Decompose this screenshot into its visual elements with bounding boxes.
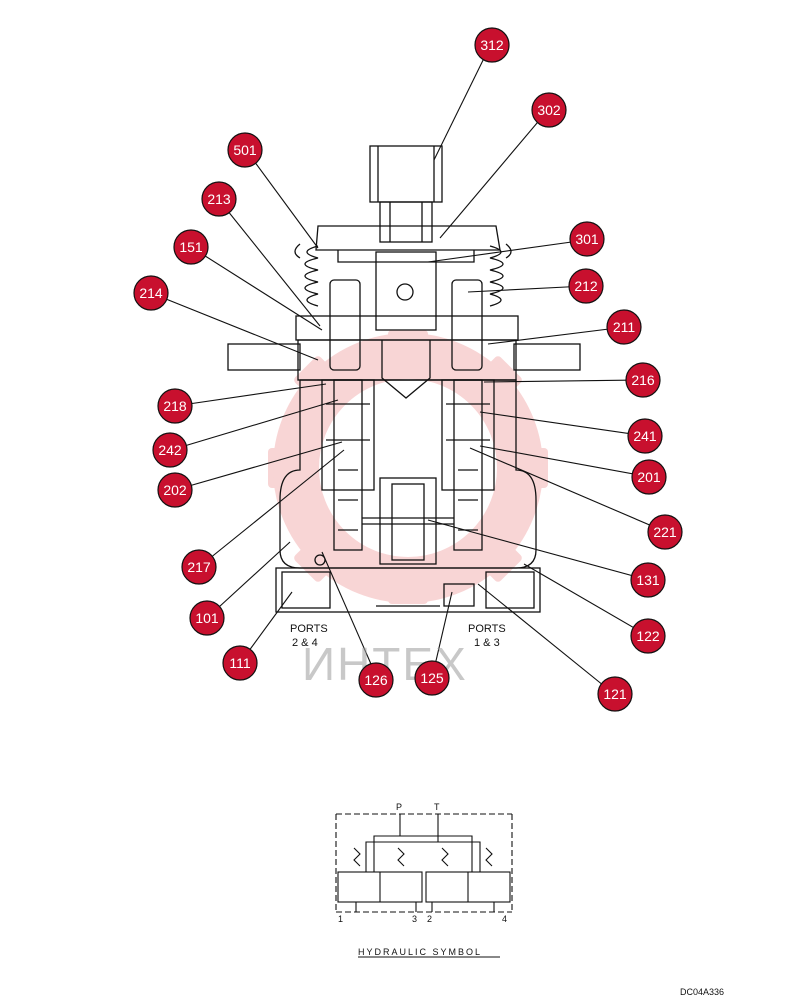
- callout-label: 242: [158, 442, 182, 458]
- callout-131: 131: [630, 562, 666, 598]
- callout-circle: [358, 662, 394, 698]
- callout-label: 216: [631, 372, 655, 388]
- callout-label: 501: [233, 142, 257, 158]
- callout-212: 212: [568, 268, 604, 304]
- callout-circle: [414, 660, 450, 696]
- callout-126: 126: [358, 662, 394, 698]
- callout-label: 218: [163, 398, 187, 414]
- callout-151: 151: [173, 229, 209, 265]
- callout-group: 312 302 501 213 301 151 212 214 211 216 218 241 242 2…: [133, 27, 683, 712]
- hydraulic-port-1: 1: [338, 914, 343, 924]
- callout-circle: [627, 418, 663, 454]
- callout-circle: [606, 309, 642, 345]
- hydraulic-port-2: 2: [427, 914, 432, 924]
- callout-circle: [152, 432, 188, 468]
- callout-label: 241: [633, 428, 657, 444]
- callout-label: 202: [163, 482, 187, 498]
- callout-circle: [531, 92, 567, 128]
- hydraulic-port-3: 3: [412, 914, 417, 924]
- callout-circle: [222, 645, 258, 681]
- callout-214: 214: [133, 275, 169, 311]
- watermark-gear: [268, 330, 548, 604]
- callout-circle: [630, 618, 666, 654]
- callout-217: 217: [181, 549, 217, 585]
- callout-211: 211: [606, 309, 642, 345]
- callout-213: 213: [201, 181, 237, 217]
- drawing-code: DC04A336: [680, 987, 724, 997]
- callout-122: 122: [630, 618, 666, 654]
- callout-circle: [133, 275, 169, 311]
- callout-label: 121: [603, 686, 627, 702]
- callout-circle: [227, 132, 263, 168]
- callout-circle: [625, 362, 661, 398]
- callout-circle: [630, 562, 666, 598]
- callout-121: 121: [597, 676, 633, 712]
- callout-label: 122: [636, 628, 660, 644]
- hydraulic-symbol: [335, 813, 513, 958]
- ports-left-line1: PORTS: [290, 623, 328, 635]
- callout-221: 221: [647, 514, 683, 550]
- callout-label: 201: [637, 469, 661, 485]
- callout-circle: [569, 221, 605, 257]
- callout-label: 221: [653, 524, 677, 540]
- callout-circle: [201, 181, 237, 217]
- hydraulic-t-label: T: [434, 802, 440, 812]
- ports-right-line1: PORTS: [468, 623, 506, 635]
- hydraulic-port-4: 4: [502, 914, 507, 924]
- callout-216: 216: [625, 362, 661, 398]
- hydraulic-p-label: P: [396, 802, 402, 812]
- callout-302: 302: [531, 92, 567, 128]
- callout-label: 301: [575, 231, 599, 247]
- callout-circle: [157, 472, 193, 508]
- callout-circle: [181, 549, 217, 585]
- callout-218: 218: [157, 388, 193, 424]
- callout-label: 211: [613, 319, 636, 335]
- callout-242: 242: [152, 432, 188, 468]
- callout-label: 213: [207, 191, 231, 207]
- callout-201: 201: [631, 459, 667, 495]
- ports-right-line2: 1 & 3: [474, 637, 500, 649]
- callout-circle: [597, 676, 633, 712]
- callout-label: 101: [195, 610, 219, 626]
- callout-label: 125: [420, 670, 444, 686]
- callout-125: 125: [414, 660, 450, 696]
- callout-111: 111: [222, 645, 258, 681]
- callout-501: 501: [227, 132, 263, 168]
- callout-label: 212: [574, 278, 598, 294]
- callout-label: 131: [636, 572, 660, 588]
- callout-101: 101: [189, 600, 225, 636]
- callout-circle: [568, 268, 604, 304]
- callout-202: 202: [157, 472, 193, 508]
- callout-label: 126: [364, 672, 388, 688]
- callout-circle: [157, 388, 193, 424]
- callout-circle: [474, 27, 510, 63]
- callout-label: 111: [229, 655, 250, 671]
- callout-circle: [173, 229, 209, 265]
- callout-label: 217: [187, 559, 211, 575]
- callout-312: 312: [474, 27, 510, 63]
- callout-circle: [189, 600, 225, 636]
- callout-label: 312: [480, 37, 504, 53]
- callout-circle: [631, 459, 667, 495]
- hydraulic-symbol-title: HYDRAULIC SYMBOL: [358, 947, 482, 957]
- ports-left-line2: 2 & 4: [292, 637, 318, 649]
- callout-301: 301: [569, 221, 605, 257]
- callout-label: 214: [139, 285, 163, 301]
- callout-label: 302: [537, 102, 561, 118]
- callout-label: 151: [179, 239, 203, 255]
- callout-circle: [647, 514, 683, 550]
- callout-241: 241: [627, 418, 663, 454]
